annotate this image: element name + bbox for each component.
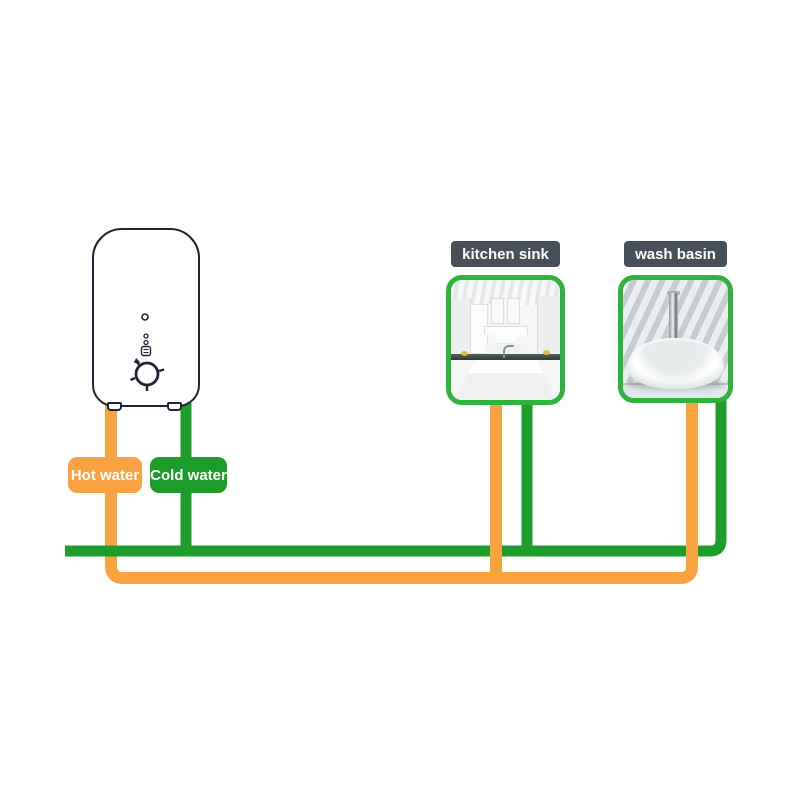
kitchen-upper-cabinet [491,298,505,325]
wash-basin-label-wrap: wash basin [618,241,733,267]
kitchen-cabinet-right [537,295,560,355]
kitchen-upper-cabinet [506,298,520,325]
wash-basin-photo [618,275,733,403]
heater-outlet-fitting-hot [107,402,122,411]
dial-pointer-arrow [134,358,141,363]
hot-water-main-pipe [105,400,698,584]
heater-inlet-fitting-cold [167,402,182,411]
water-heater-unit [92,228,200,411]
wash-basin-label: wash basin [624,241,727,267]
kitchen-sink-photo [446,275,565,405]
dial-tick-left [130,376,136,382]
kitchen-faucet-icon [503,344,515,358]
hot-water-badge-label: Hot water [70,466,140,484]
kitchen-sink-label-wrap: kitchen sink [446,241,565,267]
heater-control-panel [130,313,165,391]
power-indicator-icon [141,313,149,321]
indicator-dot-icon [143,339,149,346]
wash-basin-bowl [627,337,724,389]
cold-water-main-pipe [65,400,727,557]
indicator-dot-icon [143,333,149,339]
kitchen-fruit [542,349,550,355]
kitchen-sink-label: kitchen sink [451,241,560,267]
kitchen-island [456,360,555,400]
cold-water-badge-label: Cold water [150,466,227,484]
hot-water-badge: Hot water [68,457,142,493]
display-icon [140,345,152,357]
temperature-dial [134,361,160,387]
cold-water-badge: Cold water [150,457,227,493]
basin-faucet-icon [669,292,678,341]
kitchen-cabinet-left [451,299,471,355]
dial-tick-right [158,368,165,373]
kitchen-fruit [460,350,468,356]
